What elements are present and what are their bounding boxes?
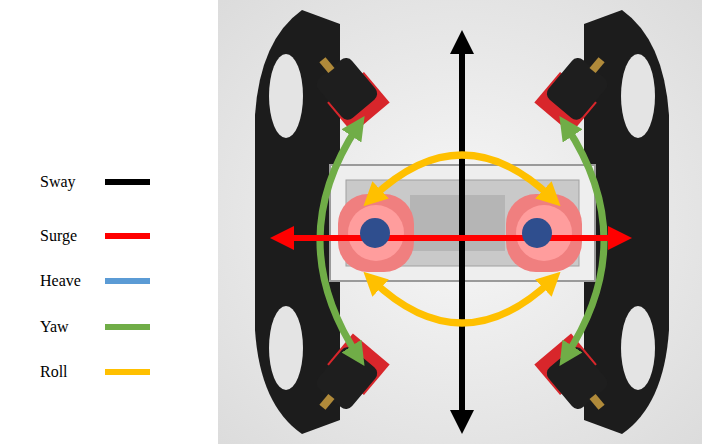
legend-label: Surge: [40, 224, 77, 248]
thruster: [534, 334, 620, 423]
legend-swatch: [105, 179, 150, 185]
thruster: [304, 334, 390, 423]
roll-arrow: [372, 280, 552, 323]
thruster: [304, 44, 390, 133]
legend-row: Roll: [40, 360, 150, 384]
legend-row: Surge: [40, 224, 150, 248]
legend-label: Sway: [40, 170, 76, 194]
legend-swatch: [105, 278, 150, 284]
heave-dot: [522, 218, 552, 248]
sway-arrow: [459, 42, 465, 422]
legend-swatch: [105, 324, 150, 330]
legend-label: Heave: [40, 269, 81, 293]
legend-swatch: [105, 369, 150, 375]
thruster: [534, 44, 620, 133]
legend-label: Yaw: [40, 315, 69, 339]
legend-row: Heave: [40, 269, 150, 293]
legend-swatch: [105, 233, 150, 239]
legend-label: Roll: [40, 360, 68, 384]
legend-row: Sway: [40, 170, 150, 194]
surge-arrow: [282, 235, 620, 241]
roll-arrow: [372, 155, 552, 198]
legend-row: Yaw: [40, 315, 150, 339]
heave-dot: [360, 218, 390, 248]
render-background: [218, 0, 702, 444]
